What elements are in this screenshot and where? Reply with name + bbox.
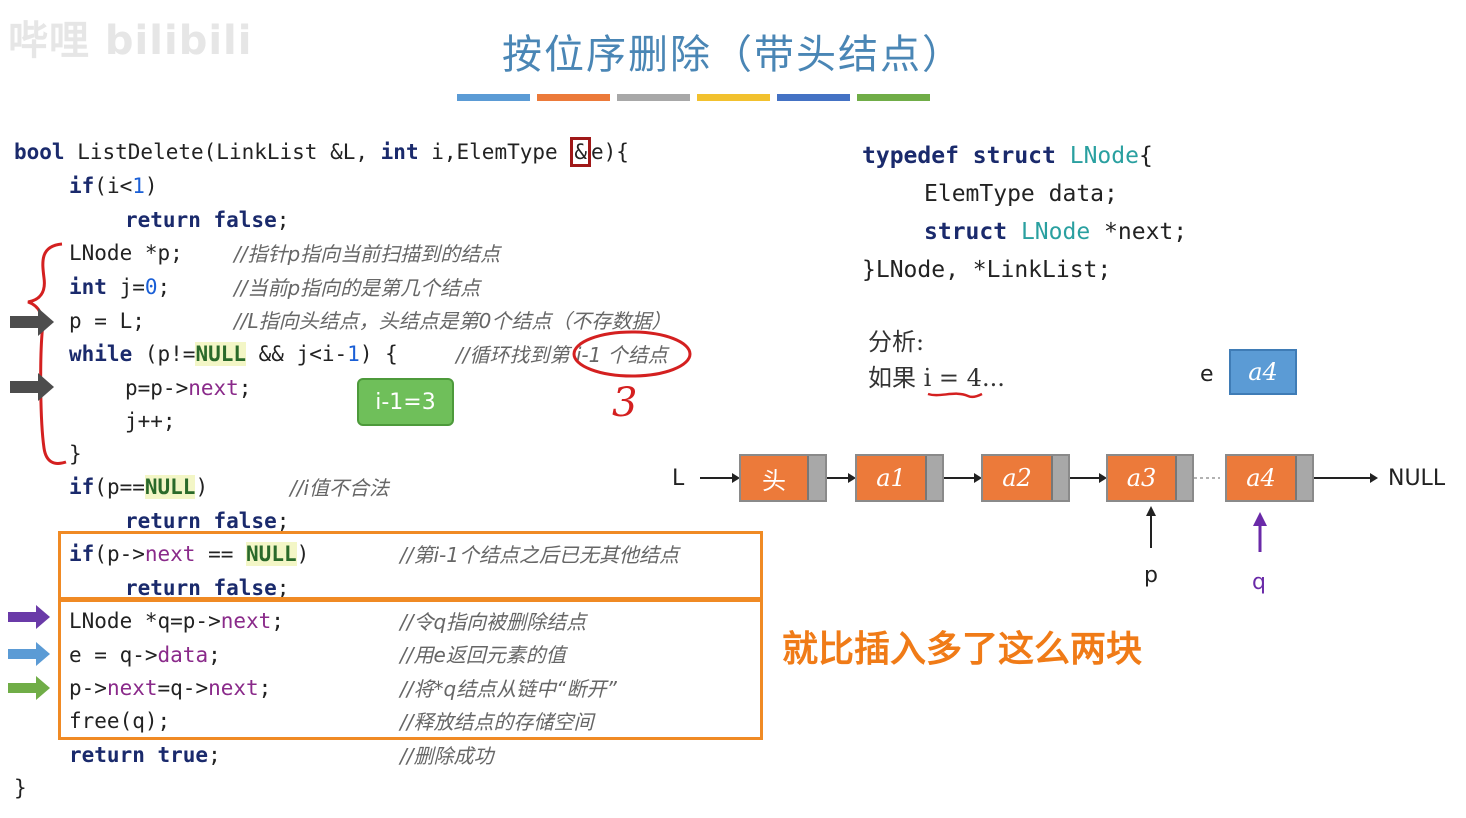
watermark: 哔哩 bilibili: [8, 18, 253, 64]
highlight-box-null-check: [58, 531, 763, 600]
list-node-pointer: [1051, 456, 1068, 500]
code-line-1: bool ListDelete(LinkList &L, int i,ElemT…: [14, 137, 629, 167]
note-badge: i-1=3: [357, 378, 454, 426]
list-node-data: a2: [983, 456, 1051, 500]
list-node-3: a3: [1106, 454, 1194, 502]
code-line-10: }: [69, 442, 82, 466]
comment-line-15: //令q指向被删除结点: [400, 610, 587, 634]
list-node-data: a1: [857, 456, 925, 500]
comment-line-4: //指针p指向当前扫描到的结点: [234, 242, 501, 266]
null-label: NULL: [1388, 466, 1446, 491]
comment-line-11: //i值不合法: [290, 476, 390, 500]
callout-text: 就比插入多了这么两块: [782, 629, 1143, 670]
code-line-7: while (p!=NULL && j<i-1) {: [69, 342, 398, 366]
comment-line-5: //当前p指向的是第几个结点: [234, 276, 481, 300]
code-line-14: return false;: [125, 576, 290, 600]
purple-arrow-icon: [8, 605, 50, 629]
comment-line-16: //用e返回元素的值: [400, 643, 566, 667]
e-label: e: [1200, 362, 1214, 387]
list-node-data: a4: [1227, 456, 1295, 500]
comment-line-18: //释放结点的存储空间: [400, 710, 594, 734]
list-node-pointer: [1295, 456, 1312, 500]
list-node-pointer: [925, 456, 942, 500]
list-node-pointer: [1175, 456, 1192, 500]
list-arrows: [700, 473, 1378, 548]
code-line-6: p = L;: [69, 309, 145, 333]
code-line-16: e = q->data;: [69, 643, 221, 667]
code-line-9: j++;: [125, 409, 176, 433]
code-line-18: free(q);: [69, 709, 171, 733]
bar-blue: [457, 94, 530, 101]
blue-arrow-icon: [8, 642, 50, 666]
code-line-5: int j=0;: [69, 275, 171, 299]
handwritten-three: 3: [612, 380, 638, 426]
struct-line-4: }LNode, *LinkList;: [862, 257, 1112, 283]
code-line-15: LNode *q=p->next;: [69, 609, 284, 633]
bar-darkblue: [777, 94, 850, 101]
red-circle-icon: [572, 330, 692, 378]
slide-title: 按位序删除（带头结点）: [502, 32, 964, 78]
list-node-2: a2: [981, 454, 1070, 502]
head-node-pointer: [807, 456, 825, 500]
code-line-11: if(p==NULL): [69, 475, 209, 499]
bar-green: [857, 94, 930, 101]
analysis-condition: 如果 i = 4...: [868, 364, 1005, 392]
red-brace-icon: [27, 242, 67, 465]
code-line-20: }: [14, 776, 27, 800]
code-line-8: p=p->next;: [125, 376, 252, 400]
title-color-bars: [457, 94, 930, 101]
p-pointer-label: p: [1144, 563, 1158, 588]
struct-line-1: typedef struct LNode{: [862, 143, 1153, 169]
red-underline-icon: [927, 392, 983, 399]
highlight-box-delete-steps: [58, 599, 763, 740]
bar-gray: [617, 94, 690, 101]
list-node-data: a3: [1108, 456, 1175, 500]
head-node: 头: [739, 454, 827, 502]
gray-arrow-icon: [10, 308, 54, 401]
comment-line-17: //将*q结点从链中“断开”: [400, 677, 617, 701]
code-line-2: if(i<1): [69, 174, 158, 198]
code-line-13: if(p->next == NULL): [69, 542, 310, 566]
code-line-19: return true;: [69, 743, 221, 767]
q-pointer-arrow: [1253, 512, 1267, 552]
e-value-box: a4: [1229, 349, 1297, 395]
comment-line-19: //删除成功: [400, 744, 494, 768]
bar-yellow: [697, 94, 770, 101]
green-arrow-icon: [8, 676, 50, 700]
amp-highlight: &: [570, 137, 591, 167]
list-head-pointer-label: L: [672, 466, 685, 491]
head-node-data: 头: [741, 456, 807, 500]
comment-line-6: //L指向头结点，头结点是第0个结点（不存数据）: [234, 309, 672, 333]
list-node-4: a4: [1225, 454, 1314, 502]
comment-line-13: //第i-1个结点之后已无其他结点: [400, 543, 679, 567]
comment-line-7: //循环找到第 i-1 个结点: [456, 343, 668, 367]
list-node-1: a1: [855, 454, 944, 502]
analysis-label: 分析:: [868, 328, 925, 356]
struct-line-2: ElemType data;: [924, 181, 1118, 207]
code-line-3: return false;: [125, 208, 290, 232]
code-line-4: LNode *p;: [69, 241, 183, 265]
bar-orange: [537, 94, 610, 101]
code-line-17: p->next=q->next;: [69, 676, 272, 700]
q-pointer-label: q: [1252, 570, 1266, 595]
code-line-12: return false;: [125, 509, 290, 533]
struct-line-3: struct LNode *next;: [924, 219, 1188, 245]
